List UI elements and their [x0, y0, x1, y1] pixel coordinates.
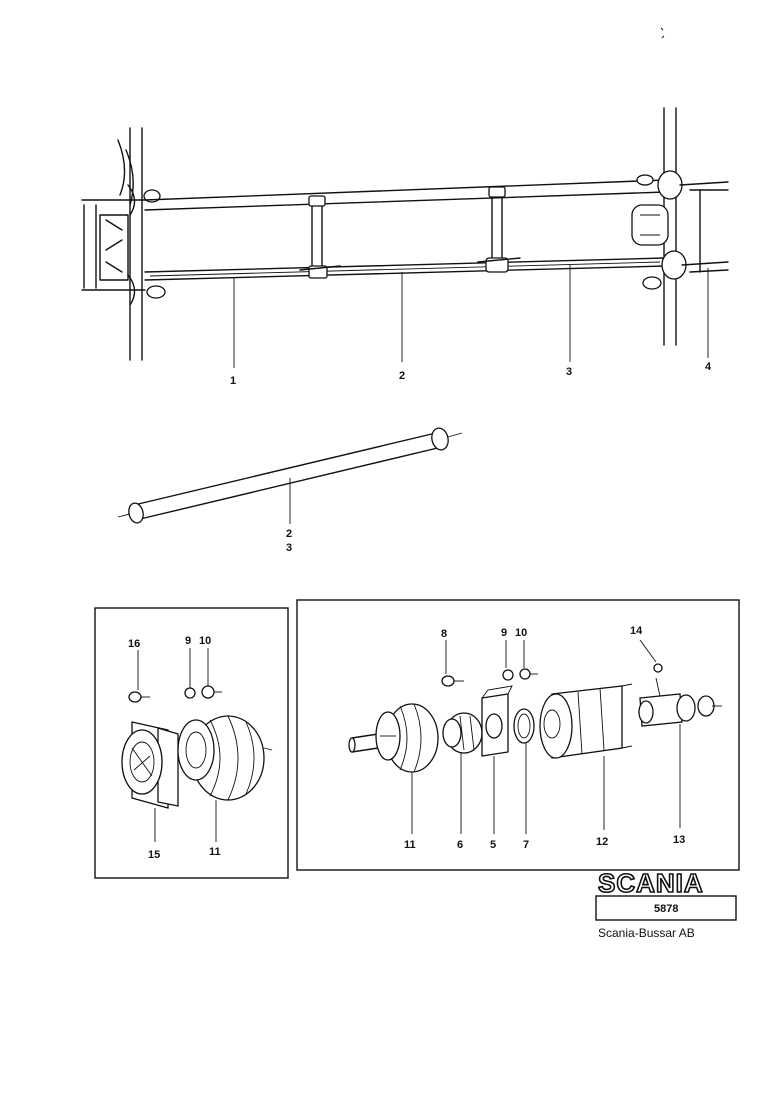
callout-right-14: 14: [630, 625, 643, 637]
scania-logo: SCANIA: [598, 868, 704, 898]
callout-right-13: 13: [673, 834, 685, 846]
callout-tube-2: 2: [286, 528, 292, 540]
callout-right-9: 9: [501, 627, 507, 639]
callout-1: 1: [230, 375, 236, 387]
callout-left-11: 11: [209, 846, 221, 858]
drawing-number-box: [595, 895, 737, 921]
callout-3: 3: [566, 366, 572, 378]
scan-speck: [660, 27, 665, 39]
callout-left-9: 9: [185, 635, 191, 647]
callout-right-7: 7: [523, 839, 529, 851]
drawing-number: 5878: [654, 903, 678, 915]
left-detail-box: 16 9 10 15 11: [94, 607, 289, 879]
company-name: Scania-Bussar AB: [598, 926, 695, 940]
callout-left-16: 16: [128, 638, 140, 650]
callout-4: 4: [705, 361, 712, 373]
callout-tube-3: 3: [286, 542, 292, 554]
callout-right-12: 12: [596, 836, 608, 848]
right-detail-box: 8 9 10 14 11 6 5 7 12 13: [296, 599, 740, 871]
callout-right-8: 8: [441, 628, 447, 640]
callout-2: 2: [399, 370, 405, 382]
callout-right-6: 6: [457, 839, 463, 851]
chassis-assembly-drawing: [81, 107, 729, 361]
title-block: SCANIA 5878 Scania-Bussar AB: [595, 867, 737, 940]
callout-left-15: 15: [148, 849, 160, 861]
drive-shaft-tube-drawing: 2 3: [117, 427, 463, 554]
callout-right-5: 5: [490, 839, 496, 851]
callout-right-10: 10: [515, 627, 527, 639]
callout-left-10: 10: [199, 635, 211, 647]
top-callouts: 1 2 3 4: [230, 264, 712, 387]
callout-right-11: 11: [404, 839, 416, 851]
